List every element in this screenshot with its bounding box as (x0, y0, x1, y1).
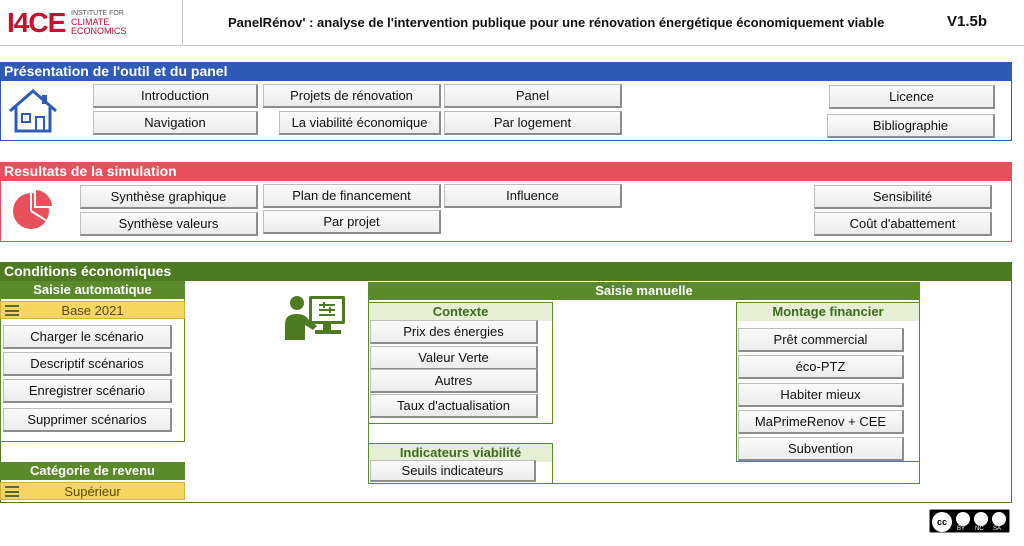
cc-license-badge: cc BY NC SA (929, 509, 1010, 533)
indicateurs-title: Indicateurs viabilité (369, 444, 552, 462)
pret-commercial-button[interactable]: Prêt commercial (738, 328, 904, 352)
logo-main: I4CE (7, 7, 66, 38)
scenario-select[interactable]: Base 2021 (0, 301, 185, 319)
influence-button[interactable]: Influence (444, 184, 622, 208)
i4ce-logo: I4CE INSTITUTE FOR CLIMATE ECONOMICS (7, 7, 127, 39)
top-header: I4CE INSTITUTE FOR CLIMATE ECONOMICS Pan… (0, 0, 1024, 46)
conditions-section-title: Conditions économiques (0, 262, 1012, 281)
saisie-auto-title: Saisie automatique (0, 281, 185, 299)
sensibilite-button[interactable]: Sensibilité (814, 185, 992, 209)
resultats-section-title: Resultats de la simulation (0, 162, 1012, 181)
nc-label: NC (975, 526, 984, 532)
eco-ptz-button[interactable]: éco-PTZ (738, 355, 904, 379)
by-icon (956, 512, 970, 526)
habiter-mieux-button[interactable]: Habiter mieux (738, 383, 904, 407)
valeur-verte-button[interactable]: Valeur Verte (370, 346, 538, 370)
logo-line1: INSTITUTE FOR (71, 10, 124, 17)
sa-icon (992, 512, 1006, 526)
plan-financement-button[interactable]: Plan de financement (263, 184, 441, 208)
maprimerenov-button[interactable]: MaPrimeRenov + CEE (738, 410, 904, 434)
par-projet-button[interactable]: Par projet (263, 210, 441, 234)
logo-line3: ECONOMICS (71, 26, 127, 36)
sa-label: SA (993, 526, 1002, 532)
page-title: PanelRénov' : analyse de l'intervention … (228, 15, 885, 30)
indicateurs-panel (368, 443, 553, 484)
contexte-title: Contexte (369, 303, 552, 321)
presentation-section-title: Présentation de l'outil et du panel (0, 62, 1012, 81)
version-label: V1.5b (947, 13, 988, 30)
contexte-panel (368, 302, 553, 424)
montage-financier-panel (736, 302, 920, 462)
supprimer-scenarios-button[interactable]: Supprimer scénarios (3, 408, 172, 432)
montage-financier-title: Montage financier (737, 303, 919, 321)
categorie-revenu-select[interactable]: Supérieur (0, 482, 185, 500)
menu-icon (5, 486, 19, 497)
by-label: BY (957, 526, 966, 532)
synthese-graphique-button[interactable]: Synthèse graphique (80, 185, 258, 209)
viabilite-economique-button[interactable]: La viabilité économique (279, 111, 441, 135)
charger-scenario-button[interactable]: Charger le scénario (3, 325, 172, 349)
categorie-revenu-title: Catégorie de revenu (0, 462, 185, 480)
user-computer-icon (285, 296, 345, 340)
panel-button[interactable]: Panel (444, 84, 622, 108)
bibliographie-button[interactable]: Bibliographie (827, 114, 995, 138)
synthese-valeurs-button[interactable]: Synthèse valeurs (80, 212, 258, 236)
taux-actualisation-button[interactable]: Taux d'actualisation (370, 394, 538, 418)
navigation-button[interactable]: Navigation (93, 111, 258, 135)
saisie-manuelle-title: Saisie manuelle (368, 282, 920, 300)
pie-chart-icon (13, 188, 55, 229)
introduction-button[interactable]: Introduction (93, 84, 258, 108)
menu-icon (5, 305, 19, 316)
nc-icon (974, 512, 988, 526)
logo-line2: CLIMATE (71, 17, 110, 27)
categorie-selected-value: Supérieur (64, 484, 121, 499)
cout-abattement-button[interactable]: Coût d'abattement (814, 212, 992, 236)
header-divider (182, 0, 183, 46)
autres-button[interactable]: Autres (370, 369, 538, 393)
projets-renovation-button[interactable]: Projets de rénovation (263, 84, 441, 108)
cc-icon: cc (932, 512, 952, 532)
subvention-button[interactable]: Subvention (738, 437, 904, 461)
seuils-indicateurs-button[interactable]: Seuils indicateurs (370, 460, 536, 482)
licence-button[interactable]: Licence (829, 85, 995, 109)
par-logement-button[interactable]: Par logement (444, 111, 622, 135)
enregistrer-scenario-button[interactable]: Enregistrer scénario (3, 379, 172, 403)
descriptif-scenarios-button[interactable]: Descriptif scénarios (3, 352, 172, 376)
scenario-selected-value: Base 2021 (61, 303, 124, 318)
house-icon (9, 89, 57, 133)
prix-energies-button[interactable]: Prix des énergies (370, 320, 538, 344)
